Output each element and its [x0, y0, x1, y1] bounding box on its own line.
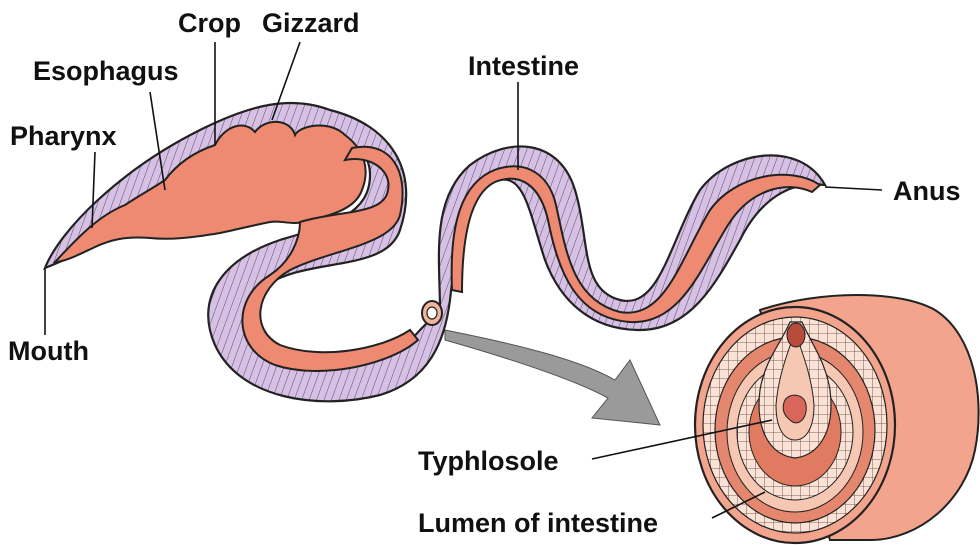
lumen-label: Lumen of intestine — [418, 508, 658, 538]
anus-label: Anus — [893, 176, 961, 206]
gizzard-label: Gizzard — [262, 8, 360, 38]
intestine-label: Intestine — [468, 51, 579, 81]
pharynx-label: Pharynx — [10, 121, 117, 151]
mouth-label: Mouth — [8, 336, 89, 366]
magnify-arrow — [445, 330, 660, 425]
anus-leader — [825, 187, 882, 190]
crop-label: Crop — [178, 8, 241, 38]
typhlosole-label: Typhlosole — [418, 446, 559, 476]
esophagus-label: Esophagus — [33, 56, 179, 86]
